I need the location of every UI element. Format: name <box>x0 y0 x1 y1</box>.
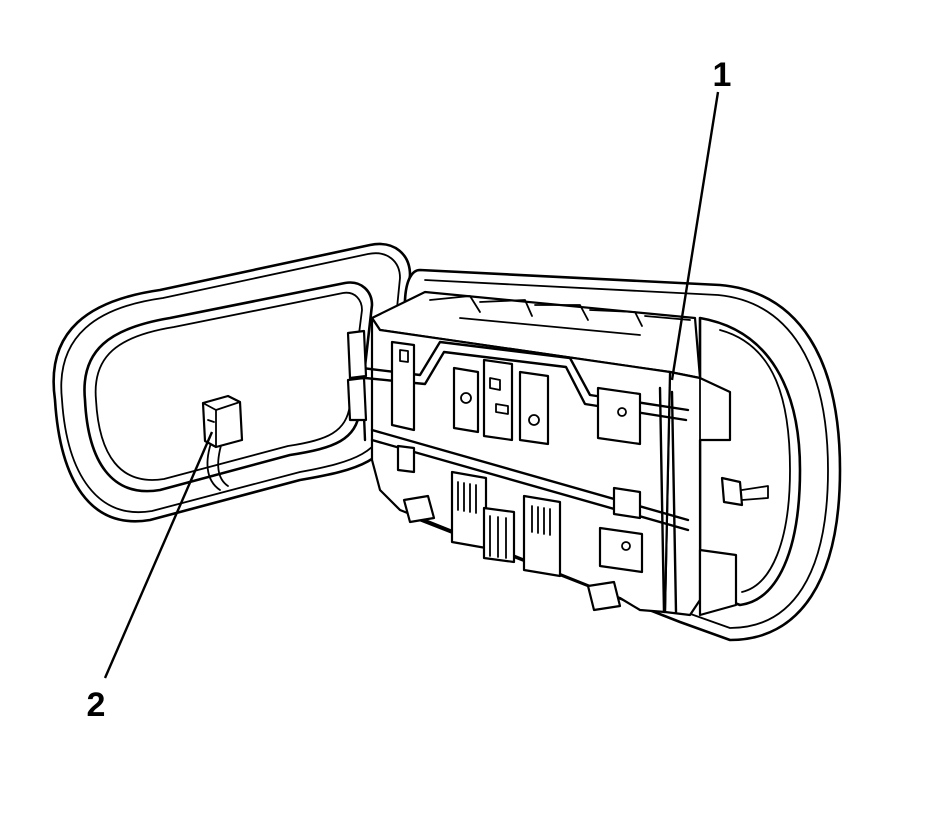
module-front-face <box>370 316 672 614</box>
switch-slot-3-knob <box>528 414 540 426</box>
switch-slot-1-knob <box>460 392 472 404</box>
switch-slot-left-outer <box>390 340 416 432</box>
leader-line-1 <box>670 91 720 381</box>
bottom-tab-left <box>402 494 436 524</box>
switch-slot-left-knob <box>399 349 409 363</box>
switch-slot-right-top <box>596 386 642 446</box>
harness-connector <box>201 394 244 491</box>
module-rib-4 <box>589 309 643 327</box>
left-clip-top <box>346 329 368 380</box>
module-side-tab-wire <box>741 485 769 501</box>
switch-slot-2-mark <box>489 377 501 391</box>
bottom-connector-center-lines <box>489 515 507 559</box>
housing-cover <box>52 242 412 523</box>
connector-wire-2 <box>217 441 229 487</box>
switch-slot-left-low <box>396 444 416 474</box>
housing-base-inner-edge <box>719 329 791 593</box>
module-rib-3 <box>534 304 589 321</box>
frame-rail-right-inner <box>670 390 678 614</box>
left-clip-bottom <box>346 376 368 422</box>
module-side-lower-block <box>698 548 738 617</box>
bottom-connector-right-pins <box>531 505 551 536</box>
switch-module <box>346 290 769 617</box>
switch-slot-right-low-knob <box>621 541 631 551</box>
callout-2: 2 <box>87 686 106 724</box>
bottom-connector-center <box>482 506 516 564</box>
switch-slot-3 <box>518 370 550 446</box>
switch-slot-1 <box>452 366 480 434</box>
switch-slot-right-top-knob <box>617 407 627 417</box>
switch-slot-2-mark-2 <box>495 403 509 415</box>
switch-slot-2 <box>482 358 514 442</box>
bottom-connector-left-pins <box>457 481 477 514</box>
module-rib-6 <box>459 317 641 336</box>
switch-slot-right-mid <box>612 486 642 520</box>
switch-slot-right-low <box>598 526 644 574</box>
connector-notch <box>207 419 215 423</box>
switch-slots <box>390 340 644 574</box>
frame-rail-right <box>658 386 666 614</box>
housing-base-rim <box>424 279 829 629</box>
leader-line-2 <box>103 431 214 679</box>
module-rib-2 <box>479 299 533 317</box>
module-rib-1 <box>429 295 481 313</box>
bottom-connector-right <box>522 494 562 578</box>
bottom-tab-right <box>586 580 622 612</box>
module-side-tab <box>720 476 744 507</box>
callout-1: 1 <box>713 56 732 94</box>
bottom-connectors <box>450 470 562 578</box>
